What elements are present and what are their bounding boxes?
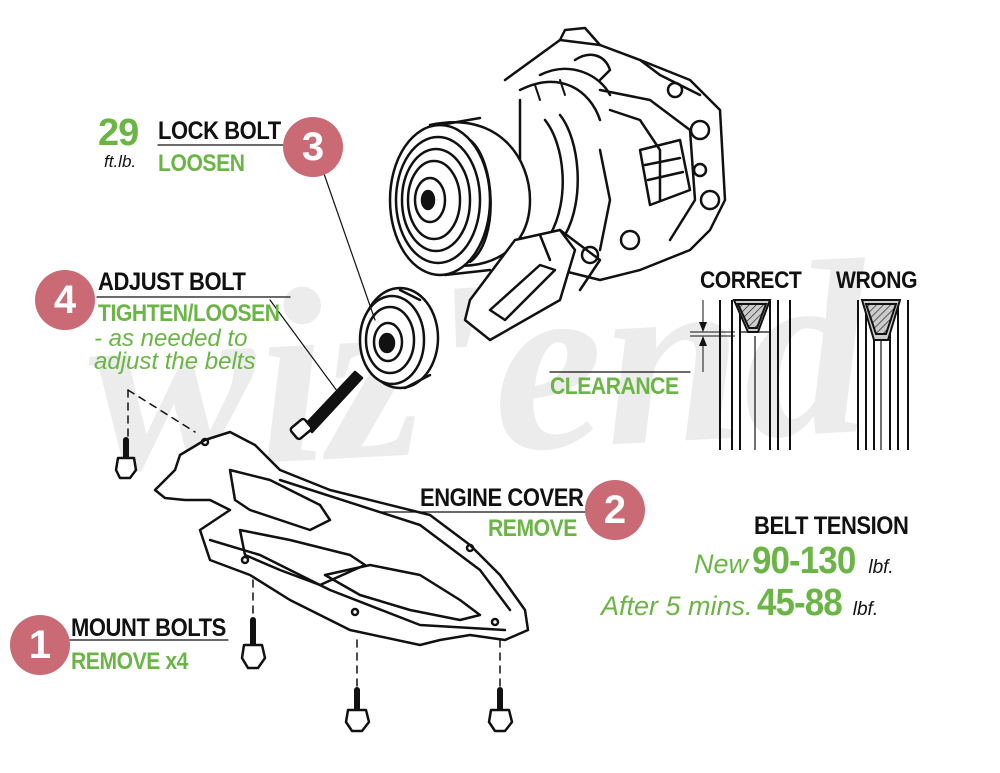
belt-wrong-diagram (857, 299, 909, 450)
compressor-pulley (388, 116, 532, 277)
belt-tension-after-unit: lbf. (852, 599, 879, 620)
bolt-guide-lines (127, 389, 501, 689)
belt-correct-label: CORRECT (700, 267, 802, 294)
leader-lines (69, 144, 691, 641)
adjust-bolt-note-line2: adjust the belts (94, 348, 256, 375)
belt-tension-title: BELT TENSION (754, 512, 909, 540)
belt-wrong-label: WRONG (836, 267, 918, 294)
lock-bolt-torque-unit: ft.lb. (104, 152, 137, 171)
lock-bolt-torque-value: 29 (98, 112, 139, 154)
engine-cover-plate (153, 430, 530, 647)
compressor (503, 26, 727, 282)
adjust-bolt (289, 370, 364, 441)
engine-cover-title: ENGINE COVER (420, 484, 584, 512)
belt-tension-new-value: 90-130 (752, 540, 856, 582)
belt-tension-after-value: 45-88 (756, 582, 843, 624)
adjust-bolt-note-line1: - as needed to (94, 325, 248, 352)
mount-bolts (114, 437, 514, 733)
belt-tension-new-label: New (694, 549, 749, 579)
step-badge-1: 1 (10, 615, 70, 675)
mount-bolts-action: REMOVE x4 (71, 648, 188, 675)
belt-tension-new-row: New 90-130 lbf. (694, 540, 894, 583)
belt-tension-new-unit: lbf. (868, 557, 894, 578)
adjust-bolt-action: TIGHTEN/LOOSEN (98, 300, 280, 327)
mount-bolts-title: MOUNT BOLTS (71, 614, 226, 642)
clearance-label: CLEARANCE (550, 373, 679, 400)
mount-bolt-1 (114, 437, 138, 480)
mount-bolt-3 (344, 687, 371, 733)
step-badge-4: 4 (35, 270, 95, 330)
lock-bolt-action: LOOSEN (158, 150, 245, 177)
adjust-bolt-title: ADJUST BOLT (98, 268, 246, 296)
lock-bolt-title: LOCK BOLT (158, 117, 281, 145)
mount-bolt-2 (240, 617, 267, 670)
mount-bolt-4 (487, 687, 514, 733)
step-badge-3: 3 (283, 117, 343, 177)
belt-tension-after-label: After 5 mins. (601, 591, 753, 621)
engine-cover-action: REMOVE (488, 515, 577, 542)
clearance-arrows (699, 322, 707, 346)
idler-pulley (358, 286, 440, 390)
belt-tension-after-row: After 5 mins. 45-88 lbf. (601, 582, 878, 625)
step-badge-2: 2 (585, 480, 645, 540)
mount-bracket (463, 228, 602, 342)
